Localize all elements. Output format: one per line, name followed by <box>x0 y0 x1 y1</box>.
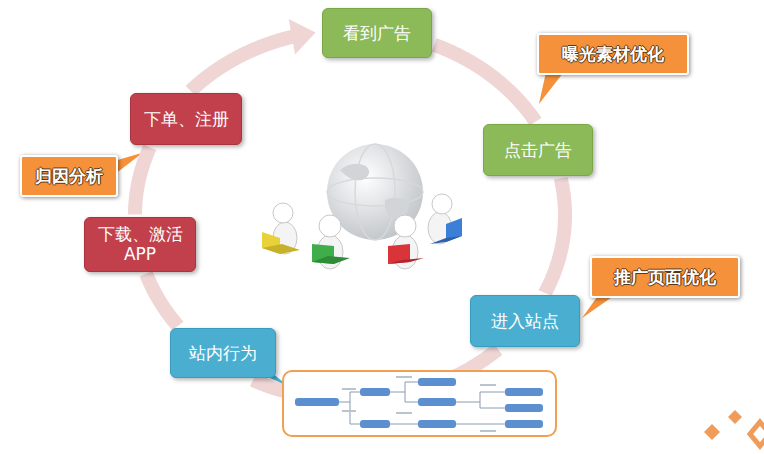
callout-tail <box>537 72 565 108</box>
callout-box: 推广页面优化 <box>590 256 740 298</box>
callout-box: 归因分析 <box>20 155 118 197</box>
process-box: 下单、注册 <box>130 93 242 145</box>
arrow-head <box>289 19 316 54</box>
cycle-arrow <box>135 147 150 214</box>
callout-tail <box>578 294 618 322</box>
node-label: 推广页面优化 <box>614 267 716 287</box>
cycle-arrow <box>545 178 565 292</box>
node-label: 下单、注册 <box>144 109 229 129</box>
figure <box>428 194 462 244</box>
process-box: 点击广告 <box>483 124 593 176</box>
ring-segment <box>191 37 294 91</box>
figure <box>262 203 300 254</box>
node-label: 点击广告 <box>504 140 572 160</box>
figure <box>388 215 424 269</box>
ring-segment <box>434 45 535 122</box>
decoration <box>704 410 764 446</box>
process-box: 下载、激活 APP <box>84 217 196 272</box>
node-label: 下载、激活 APP <box>93 224 187 265</box>
node-label: 站内行为 <box>189 343 257 363</box>
node-label: 看到广告 <box>343 23 411 43</box>
callout-box: 曝光素材优化 <box>537 33 689 75</box>
ring-segment <box>545 178 565 292</box>
process-box: 看到广告 <box>322 8 432 58</box>
cycle-arrow <box>434 45 535 122</box>
ring-segment <box>135 147 150 214</box>
cycle-arrow <box>146 274 178 326</box>
node-label: 曝光素材优化 <box>562 44 664 64</box>
cycle-arrow <box>191 19 316 91</box>
process-box: 站内行为 <box>170 328 276 378</box>
process-box: 进入站点 <box>470 295 580 347</box>
node-label: 进入站点 <box>491 311 559 331</box>
ring-segment <box>146 274 178 326</box>
node-label: 归因分析 <box>35 166 103 186</box>
figure <box>312 215 350 269</box>
